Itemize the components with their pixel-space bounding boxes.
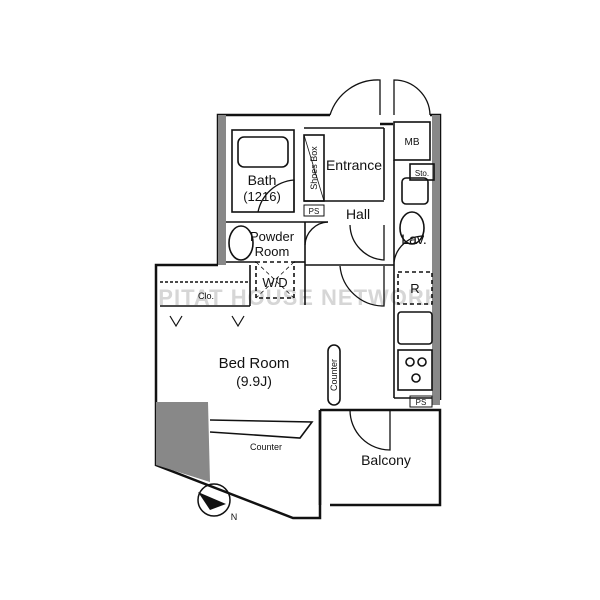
entrance-label: Entrance — [326, 157, 382, 173]
bath-size: (1216) — [243, 189, 281, 204]
compass-icon: N — [197, 483, 238, 522]
wall-segment — [432, 115, 440, 405]
closet-label: Clo. — [198, 291, 214, 301]
pipe-space-box — [303, 204, 325, 217]
refrigerator-label: R — [410, 281, 419, 296]
walk-in-closet-label: W/D — [262, 275, 287, 290]
wall-segment — [218, 115, 226, 265]
bottom-counter-label: Counter — [250, 442, 282, 452]
balcony-label: Balcony — [361, 452, 411, 468]
bath-label: Bath — [248, 172, 277, 188]
closet-hooks — [169, 315, 245, 328]
storage-label: Sto. — [415, 169, 429, 178]
bed-room-label: Bed Room — [219, 355, 290, 372]
pipe-space-label: PS — [416, 398, 427, 407]
shoes-box-label: Shoes Box — [309, 146, 319, 190]
interior-walls — [160, 121, 435, 505]
pipe-space-label: PS — [309, 207, 320, 216]
bed-room-size: (9.9J) — [236, 373, 272, 389]
doors — [257, 79, 431, 451]
hall-label: Hall — [346, 206, 370, 222]
lav-label: Lav. — [401, 231, 426, 247]
powder-room-label: Room — [255, 244, 290, 259]
vertical-counter-label: Counter — [329, 359, 339, 391]
pipe-space-box — [409, 395, 433, 408]
meter-box-label: MB — [405, 137, 420, 148]
compass-north-label: N — [231, 512, 238, 522]
structural-wall — [156, 402, 210, 482]
powder-room-label: Powder — [250, 229, 295, 244]
